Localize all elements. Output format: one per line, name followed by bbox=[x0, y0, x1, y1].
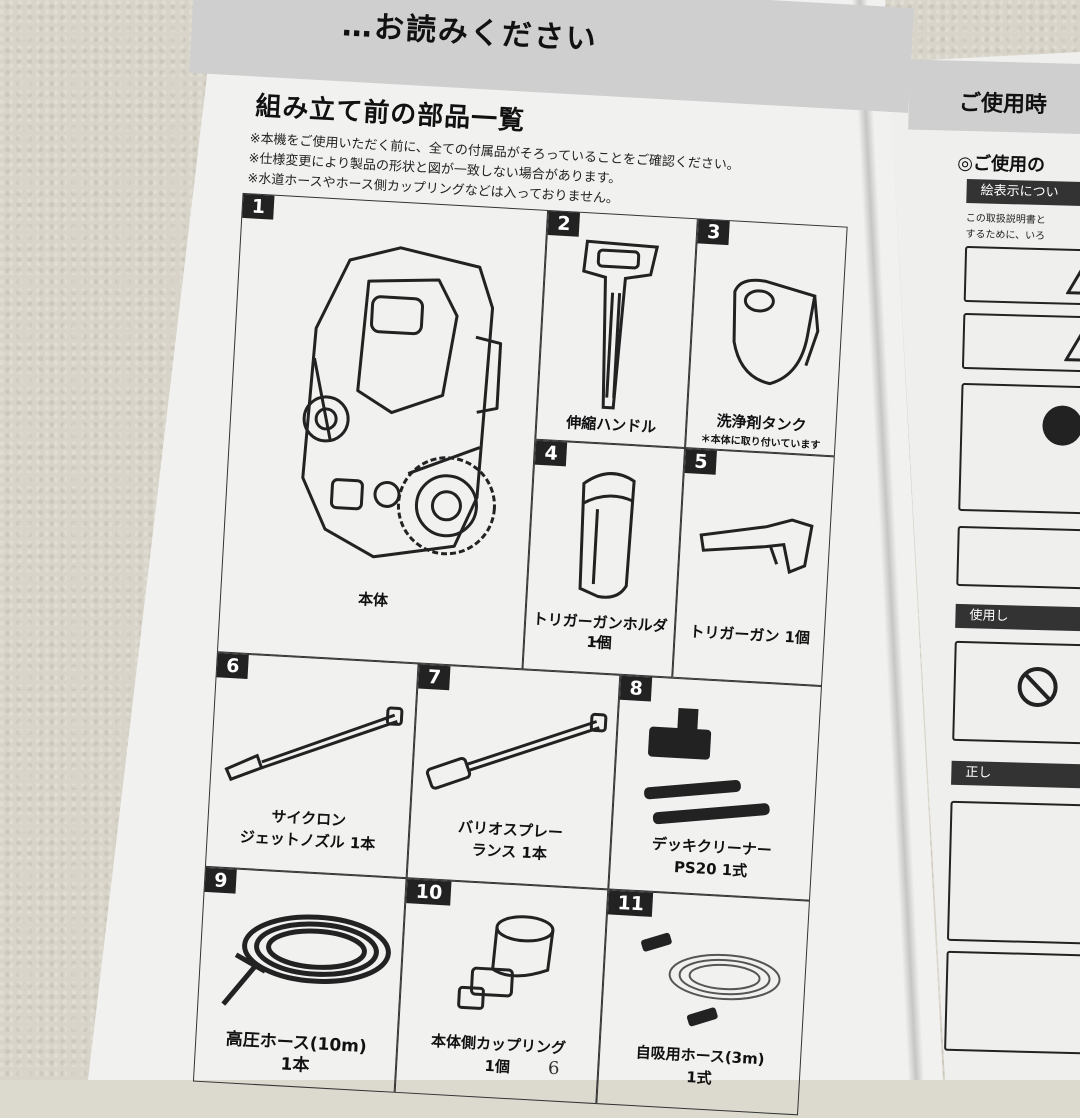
part-number: 2 bbox=[547, 211, 581, 237]
part-number: 6 bbox=[216, 653, 250, 679]
cyclone-nozzle-illustration bbox=[224, 706, 404, 782]
part-cell-9: 9 高圧ホース(10m) 1本 bbox=[192, 866, 407, 1093]
section-title: 組み立て前の部品一覧 bbox=[254, 91, 526, 137]
high-pressure-hose-illustration bbox=[221, 914, 391, 1006]
part-number: 7 bbox=[418, 664, 451, 691]
deck-cleaner-illustration bbox=[644, 708, 770, 825]
right-title: ご使用時 bbox=[958, 90, 1048, 119]
prohibition-box bbox=[952, 640, 1080, 745]
correct-section-bar: 正し bbox=[951, 760, 1080, 789]
detergent-tank-illustration bbox=[732, 278, 820, 386]
prohibition-icon bbox=[1017, 667, 1058, 708]
trigger-gun-illustration bbox=[699, 518, 814, 575]
gun-holder-illustration bbox=[578, 472, 636, 599]
usage-section-bar: 使用し bbox=[955, 603, 1080, 632]
part-cell-2: 2 伸縮ハンドル bbox=[535, 209, 698, 449]
warning-box bbox=[963, 245, 1080, 306]
part-number: 11 bbox=[607, 890, 654, 917]
coupling-illustration bbox=[457, 915, 555, 1010]
part-cell-7: 7 バリオスプレー ランス 1本 bbox=[406, 663, 621, 890]
blank-box bbox=[956, 525, 1080, 590]
part-cell-4: 4 トリガーガンホルダー 1個 bbox=[522, 439, 686, 678]
part-number: 1 bbox=[242, 193, 275, 220]
part-cell-6: 6 サイクロン ジェットノズル 1本 bbox=[204, 652, 419, 879]
caution-triangle-icon bbox=[1064, 325, 1080, 363]
telescopic-handle-illustration bbox=[582, 239, 660, 410]
lower-box-1 bbox=[946, 800, 1080, 945]
right-body-text: この取扱説明書と するために、いろ bbox=[965, 211, 1046, 245]
part-number: 4 bbox=[534, 440, 568, 467]
lower-box-2 bbox=[944, 950, 1080, 1055]
part-cell-8: 8 デッキクリーナー PS20 1式 bbox=[608, 674, 822, 901]
part-number: 10 bbox=[406, 879, 452, 906]
right-page-content: ご使用時 ◎ご使用の 絵表示につい この取扱説明書と するために、いろ 使用し … bbox=[903, 59, 1080, 1084]
part-label: 伸縮ハンドル bbox=[565, 413, 657, 437]
right-text-line: するために、いろ bbox=[965, 228, 1046, 243]
circle-symbol-icon bbox=[1041, 405, 1080, 447]
part-cell-1: 1 本体 bbox=[216, 192, 549, 670]
part-label: 本体 bbox=[357, 590, 389, 610]
part-cell-3: 3 洗浄剤タンク ＊本体に取り付いています bbox=[685, 218, 848, 457]
pressure-washer-illustration bbox=[301, 246, 503, 559]
left-page bbox=[88, 0, 943, 1080]
part-cell-5: 5 トリガーガン 1個 bbox=[672, 448, 835, 687]
part-label: トリガーガン 1個 bbox=[688, 622, 811, 648]
right-subtitle: ◎ご使用の bbox=[957, 152, 1046, 177]
part-number: 3 bbox=[697, 219, 731, 246]
part-number: 5 bbox=[684, 449, 718, 475]
warning-triangle-icon bbox=[1065, 258, 1080, 296]
caution-box bbox=[961, 312, 1080, 373]
suction-hose-illustration bbox=[641, 932, 781, 1027]
symbol-box bbox=[958, 382, 1080, 515]
page-number: 6 bbox=[548, 1058, 560, 1079]
part-number: 9 bbox=[204, 867, 238, 894]
vario-lance-illustration bbox=[425, 712, 608, 790]
parts-list-sheet: …お読みください 組み立て前の部品一覧 ※本機をご使用いただく前に、全ての付属品… bbox=[173, 0, 914, 1116]
right-section-bar: 絵表示につい bbox=[966, 179, 1080, 207]
part-cell-10: 10 本体側カップリング 1個 bbox=[394, 878, 609, 1105]
part-cell-11: 11 自吸用ホース(3m) 1式 bbox=[596, 889, 810, 1116]
